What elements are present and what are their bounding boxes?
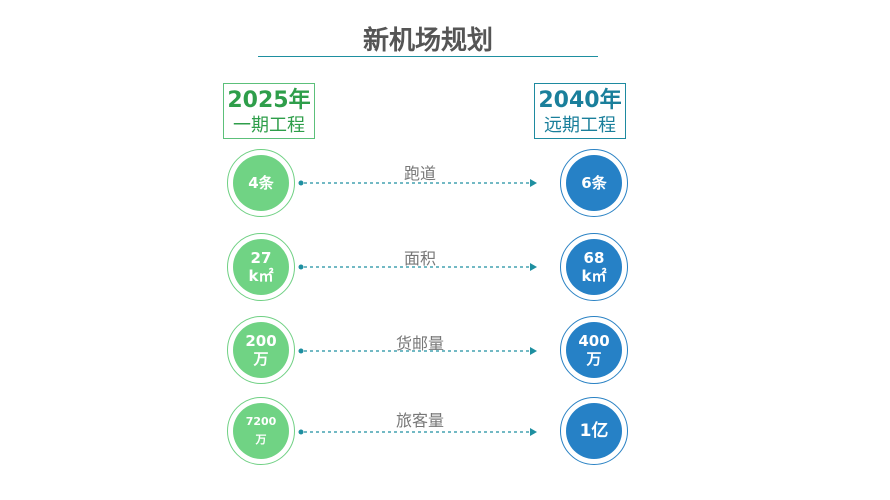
phase-year-first: 2025年 — [227, 88, 311, 113]
long-term-runway-value: 6条 — [566, 155, 622, 211]
phase-box-first-phase: 2025年 一期工程 — [223, 83, 315, 139]
first-phase-cargo-value: 200 万 — [233, 322, 289, 378]
first-phase-area-circle: 27 k㎡ — [227, 233, 295, 301]
page-title: 新机场规划 — [362, 26, 493, 56]
first-phase-cargo-circle: 200 万 — [227, 316, 295, 384]
first-phase-runway-value: 4条 — [233, 155, 289, 211]
long-term-area-value: 68 k㎡ — [566, 239, 622, 295]
first-phase-area-value: 27 k㎡ — [233, 239, 289, 295]
long-term-passenger-value: 1亿 — [566, 403, 622, 459]
metric-label-runway: 跑道 — [403, 164, 436, 183]
long-term-cargo-circle: 400 万 — [560, 316, 628, 384]
first-phase-passenger-circle: 7200 万 — [227, 397, 295, 465]
metric-label-cargo: 货邮量 — [395, 334, 444, 353]
metric-label-passenger: 旅客量 — [395, 411, 444, 430]
arrow-passenger — [298, 428, 537, 436]
long-term-cargo-value: 400 万 — [566, 322, 622, 378]
long-term-passenger-circle: 1亿 — [560, 397, 628, 465]
arrow-area — [298, 263, 537, 271]
title-underline — [258, 56, 598, 57]
metric-label-area: 面积 — [403, 249, 436, 268]
phase-year-long-term: 2040年 — [538, 88, 622, 113]
phase-box-long-term: 2040年 远期工程 — [534, 83, 626, 139]
arrow-runway — [298, 179, 537, 187]
arrow-cargo — [298, 347, 537, 355]
long-term-area-circle: 68 k㎡ — [560, 233, 628, 301]
first-phase-passenger-value: 7200 万 — [233, 403, 289, 459]
phase-name-long-term: 远期工程 — [544, 115, 616, 136]
first-phase-runway-circle: 4条 — [227, 149, 295, 217]
long-term-runway-circle: 6条 — [560, 149, 628, 217]
phase-name-first: 一期工程 — [233, 115, 305, 136]
